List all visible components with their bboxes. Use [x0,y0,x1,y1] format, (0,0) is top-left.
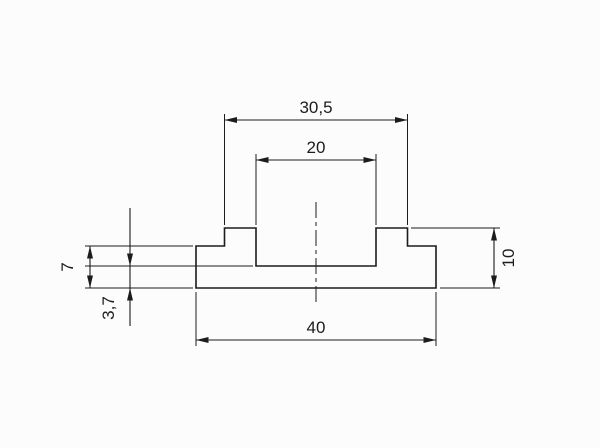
dim-base-width: 40 [195,292,437,346]
arrowhead [491,228,497,241]
dim-label-slot-inner-width: 20 [307,138,326,157]
arrowhead [395,117,408,123]
dim-label-total-height: 10 [499,249,518,268]
dim-slot-outer-width: 30,5 [224,98,408,225]
arrowhead [423,337,436,343]
dim-slot-inner-width: 20 [255,138,377,225]
arrowhead [127,253,133,266]
profile-section [195,202,437,304]
arrowhead [196,337,209,343]
arrowhead [256,157,269,163]
profile-outline [195,227,437,289]
dim-base-thickness: 3,7 [85,208,253,326]
arrowhead [87,246,93,259]
dim-label-base-thickness: 3,7 [99,296,118,320]
dim-label-slot-outer-width: 30,5 [299,98,332,117]
arrowhead [491,275,497,288]
arrowhead [87,275,93,288]
arrowhead [224,117,237,123]
dim-total-height: 10 [411,227,518,289]
dim-shoulder-height: 7 [58,245,193,289]
dim-label-shoulder-height: 7 [58,262,77,271]
dim-label-base-width: 40 [307,318,326,337]
arrowhead [363,157,376,163]
arrowhead [127,288,133,301]
